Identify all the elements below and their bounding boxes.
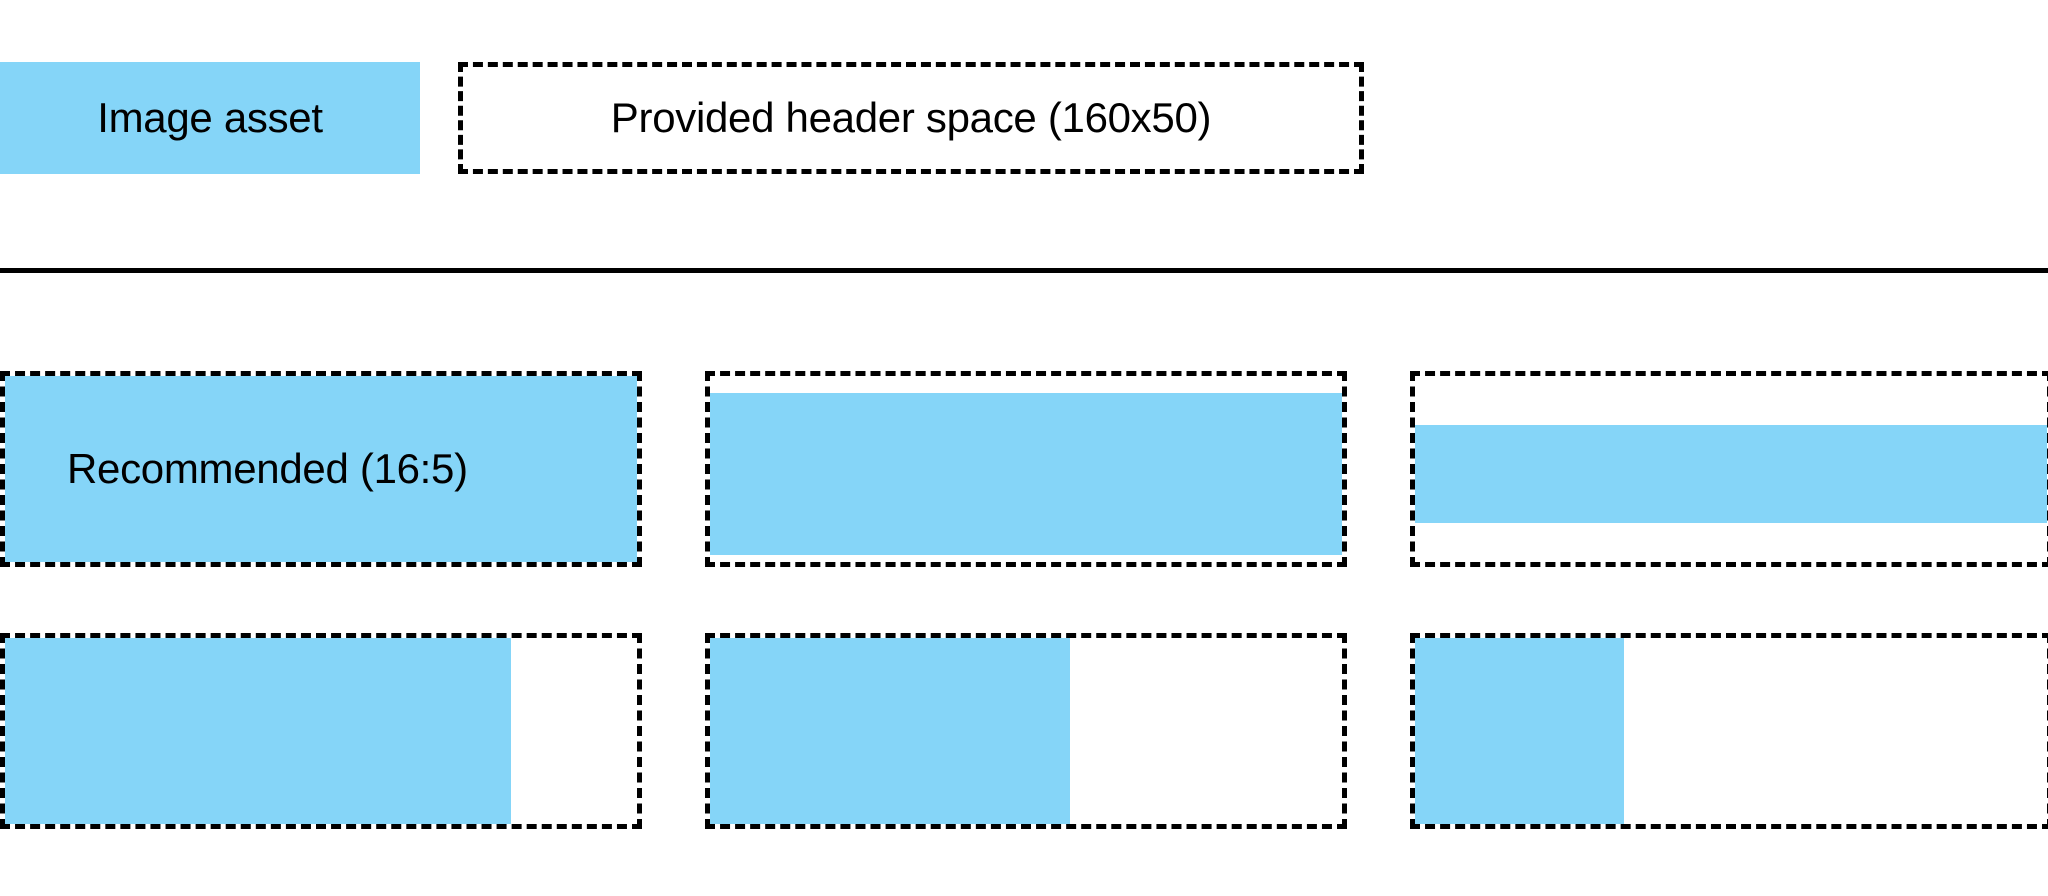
ratio-box-narrower-1 [705, 371, 1347, 567]
ratio-fill-swatch [1415, 638, 1624, 824]
ratio-fill-swatch [710, 638, 1071, 824]
image-asset-swatch: Image asset [0, 62, 420, 174]
provided-header-space-label: Provided header space (160x50) [610, 94, 1212, 141]
recommended-ratio-label: Recommended (16:5) [67, 445, 468, 492]
section-divider-rule [0, 268, 2048, 273]
ratio-box-width-fraction-2 [705, 633, 1347, 829]
ratio-box-narrower-2 [1410, 371, 2048, 567]
ratio-fill-swatch [5, 638, 511, 824]
provided-header-space-box: Provided header space (160x50) [458, 62, 1364, 174]
ratio-box-width-fraction-3 [1410, 633, 2048, 829]
ratio-box-recommended-16-5: Recommended (16:5) [0, 371, 642, 567]
image-asset-label: Image asset [97, 94, 323, 141]
ratio-fill-swatch [5, 376, 637, 562]
ratio-fill-swatch [710, 393, 1342, 555]
ratio-box-width-fraction-1 [0, 633, 642, 829]
ratio-fill-swatch [1415, 425, 2047, 523]
